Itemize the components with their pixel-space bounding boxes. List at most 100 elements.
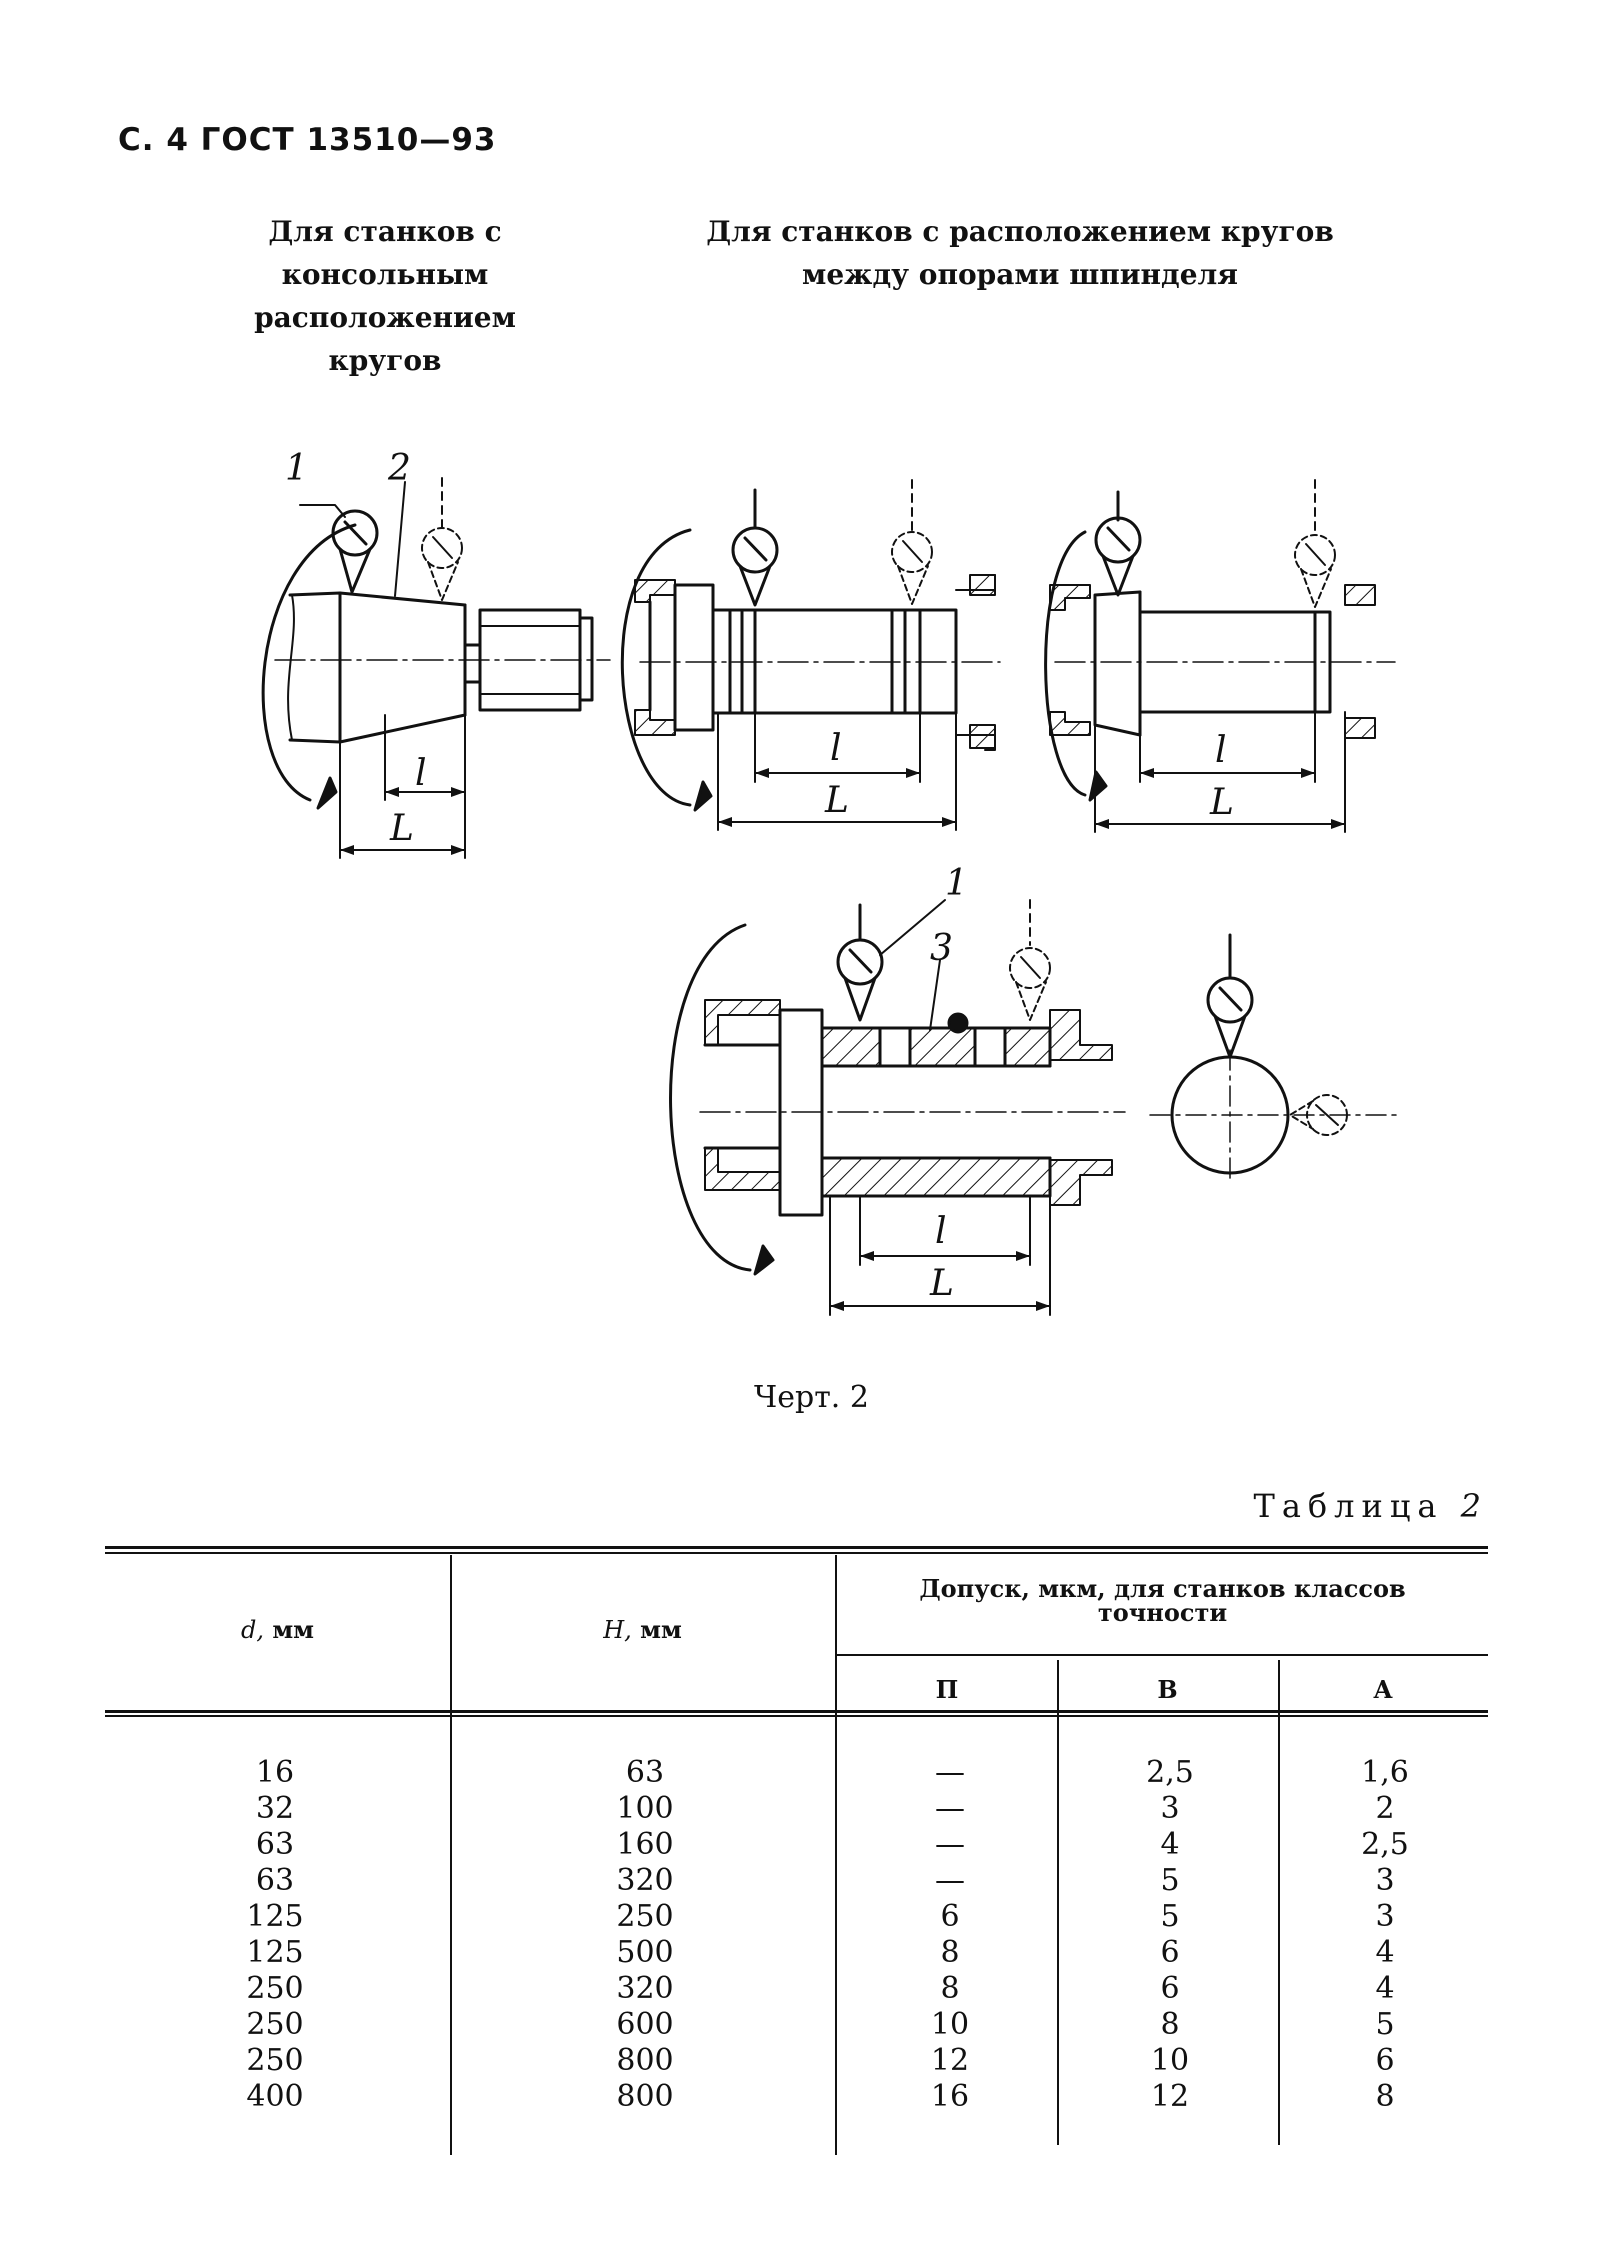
table-cell: 250 bbox=[616, 1899, 674, 1934]
table-cell: 2 bbox=[1375, 1791, 1395, 1826]
label-sleeve-3: 3 bbox=[930, 928, 953, 969]
table-cell: 2,5 bbox=[1361, 1827, 1409, 1862]
indicator-icon bbox=[731, 526, 779, 607]
table-cell: 250 bbox=[246, 2007, 304, 2042]
rotation-arrow bbox=[261, 523, 357, 802]
table-label: Таблица 2 bbox=[1253, 1487, 1488, 1525]
column-divider bbox=[835, 1555, 837, 2155]
table-cell: 160 bbox=[616, 1827, 674, 1862]
indicator-icon bbox=[331, 509, 379, 594]
indicator-dashed-icon bbox=[1289, 1094, 1348, 1136]
column-divider bbox=[1278, 1660, 1280, 2145]
table-cell: 1,6 bbox=[1361, 1755, 1409, 1790]
label-indicator-1: 1 bbox=[945, 863, 968, 904]
caption-line: между опорами шпинделя bbox=[802, 258, 1238, 291]
view-between-supports-cone bbox=[1044, 479, 1396, 833]
table-cell: 4 bbox=[1375, 1971, 1395, 2006]
table-cell: 125 bbox=[246, 1935, 304, 1970]
table-cell: 5 bbox=[1160, 1863, 1180, 1898]
table-cell: 6 bbox=[1160, 1971, 1180, 2006]
indicator-icon bbox=[836, 938, 884, 1022]
table-cell: 800 bbox=[616, 2079, 674, 2114]
table-cell: 63 bbox=[625, 1755, 665, 1790]
table-cell: 4 bbox=[1375, 1935, 1395, 1970]
header-tolerance: Допуск, мкм, для станков классов точност… bbox=[837, 1577, 1488, 1625]
table-cell: 8 bbox=[940, 1935, 960, 1970]
caption-cantilever: Для станков с консольным расположением к… bbox=[220, 210, 550, 382]
header-d-unit: мм bbox=[272, 1615, 315, 1644]
technical-drawing: 1 2 l L l L l L 1 3 l L bbox=[261, 448, 1401, 1316]
table-cell: 3 bbox=[1375, 1899, 1395, 1934]
tolerance-table: d, мм H, мм Допуск, мкм, для станков кла… bbox=[105, 1535, 1488, 2155]
indicator-dashed-icon bbox=[1294, 479, 1336, 608]
table-cell: 600 bbox=[616, 2007, 674, 2042]
table-cell: 250 bbox=[246, 2043, 304, 2078]
table-cell: 32 bbox=[255, 1791, 295, 1826]
table-cell: 8 bbox=[1160, 2007, 1180, 2042]
header-d-var: d, bbox=[240, 1616, 264, 1644]
figure-caption: Черт. 2 bbox=[754, 1380, 869, 1415]
table-cell: 12 bbox=[1150, 2079, 1190, 2114]
header-class-a: А bbox=[1373, 1675, 1393, 1704]
view-sleeve bbox=[669, 899, 1126, 1316]
label-dim-L: L bbox=[929, 1263, 954, 1304]
table-cell: 6 bbox=[1160, 1935, 1180, 1970]
indicator-icon bbox=[1206, 976, 1254, 1059]
table-cell: 125 bbox=[246, 1899, 304, 1934]
header-class-p: П bbox=[935, 1675, 959, 1704]
table-cell: 10 bbox=[930, 2007, 970, 2042]
table-cell: 100 bbox=[616, 1791, 674, 1826]
indicator-dashed-icon bbox=[891, 479, 933, 605]
table-cell: 2,5 bbox=[1146, 1755, 1194, 1790]
header-tolerance-line: точности bbox=[1097, 1598, 1228, 1627]
table-top-rule bbox=[105, 1546, 1488, 1549]
column-divider bbox=[1057, 1660, 1059, 2145]
table-cell: 12 bbox=[930, 2043, 970, 2078]
caption-line: консольным bbox=[281, 258, 489, 291]
label-dim-L: L bbox=[389, 808, 414, 849]
caption-line: расположением bbox=[254, 301, 516, 334]
label-dim-l: l bbox=[415, 753, 427, 794]
tolerance-subheader-rule bbox=[837, 1654, 1488, 1656]
table-cell: 6 bbox=[1375, 2043, 1395, 2078]
column-divider bbox=[450, 1555, 452, 2155]
header-class-v: В bbox=[1157, 1675, 1178, 1704]
view-cantilever bbox=[261, 477, 611, 859]
table-cell: 8 bbox=[1375, 2079, 1395, 2114]
header-h: H, мм bbox=[450, 1616, 835, 1644]
label-dim-L: L bbox=[824, 780, 849, 821]
label-dim-l: l bbox=[1215, 730, 1227, 771]
table-cell: 63 bbox=[255, 1863, 295, 1898]
header-h-var: H, bbox=[603, 1616, 632, 1644]
table-cell: 6 bbox=[940, 1899, 960, 1934]
table-cell: — bbox=[935, 1863, 965, 1898]
view-between-supports-cylinder bbox=[620, 479, 1001, 831]
table-cell: — bbox=[935, 1827, 965, 1862]
indicator-dashed-icon bbox=[1009, 899, 1051, 1021]
label-dim-l: l bbox=[830, 728, 842, 769]
label-indicator-1: 1 bbox=[285, 448, 308, 489]
table-cell: 10 bbox=[1150, 2043, 1190, 2078]
label-dim-l: l bbox=[935, 1211, 947, 1252]
table-top-rule bbox=[105, 1552, 1488, 1554]
caption-between-supports: Для станков с расположением кругов между… bbox=[670, 210, 1370, 296]
indicator-icon bbox=[1094, 516, 1142, 597]
table-cell: 400 bbox=[246, 2079, 304, 2114]
table-cell: 63 bbox=[255, 1827, 295, 1862]
table-cell: 250 bbox=[246, 1971, 304, 2006]
table-cell: 5 bbox=[1375, 2007, 1395, 2042]
table-label-word: Таблица bbox=[1253, 1487, 1444, 1525]
label-dim-L: L bbox=[1209, 782, 1234, 823]
table-cell: 3 bbox=[1375, 1863, 1395, 1898]
table-label-number: 2 bbox=[1460, 1487, 1488, 1525]
table-cell: 800 bbox=[616, 2043, 674, 2078]
table-cell: 3 bbox=[1160, 1791, 1180, 1826]
table-cell: 8 bbox=[940, 1971, 960, 2006]
header-bottom-rule bbox=[105, 1715, 1488, 1717]
table-cell: 320 bbox=[616, 1863, 674, 1898]
header-d: d, мм bbox=[105, 1615, 450, 1644]
